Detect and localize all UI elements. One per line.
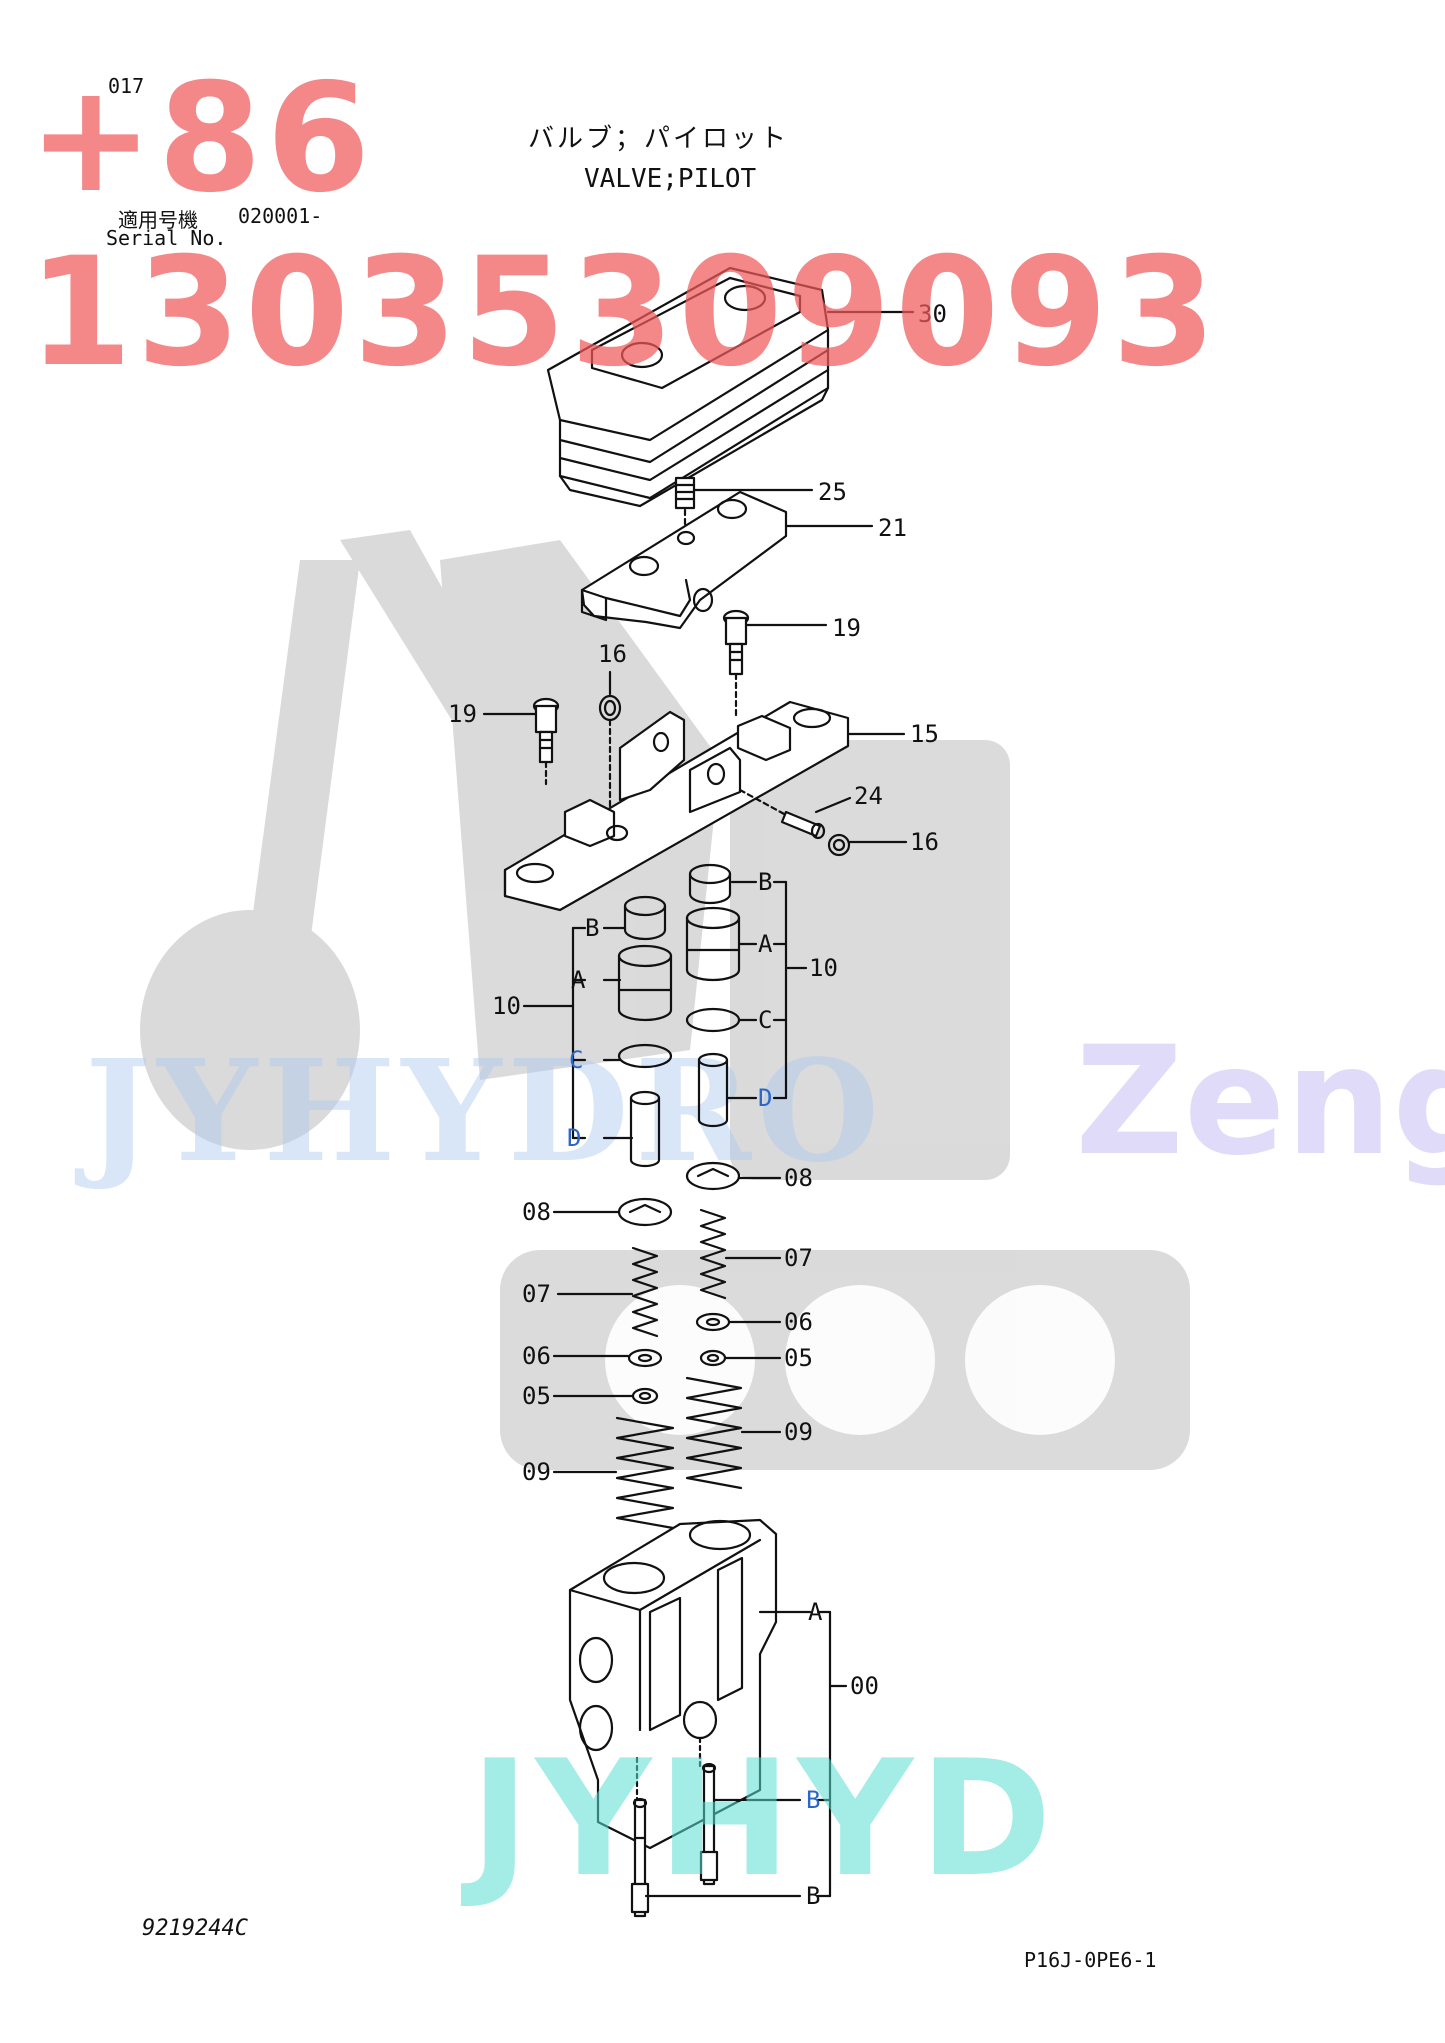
spacer-part-05-right	[699, 1349, 782, 1367]
washer-part-08-right	[685, 1161, 782, 1191]
pin-part-24	[738, 788, 852, 840]
callout-07-left: 07	[522, 1280, 551, 1308]
callout-08-left: 08	[522, 1198, 551, 1226]
callout-a-left: A	[571, 966, 586, 994]
callout-09-right: 09	[784, 1418, 813, 1446]
callout-19-right: 19	[832, 614, 861, 642]
watermark-jyhydro: JYHYDRO	[85, 1030, 886, 1194]
drawing-number: 9219244C	[142, 1916, 248, 1941]
bracket-10-left	[522, 926, 634, 1140]
bracket-10-right	[726, 880, 808, 1100]
watermark-zeng: Zeng	[1075, 1015, 1445, 1189]
bolt-part-19-right	[722, 609, 828, 718]
callout-a-body: A	[808, 1598, 823, 1626]
spool-rod-right	[699, 1762, 802, 1886]
serial-label-japanese: 適用号機	[118, 208, 198, 232]
callout-25: 25	[818, 478, 847, 506]
callout-c-right: C	[758, 1006, 773, 1034]
callout-07-right: 07	[784, 1244, 813, 1272]
callout-10-left: 10	[492, 992, 521, 1020]
callout-d-right: D	[758, 1084, 773, 1112]
callout-b-right: B	[758, 868, 773, 896]
callout-b-rod-lower: B	[806, 1882, 821, 1910]
spring-part-07-left	[556, 1246, 659, 1338]
serial-label-english: Serial No.	[106, 226, 227, 250]
valve-body-part-00	[568, 1518, 812, 1850]
page-code: P16J-0PE6-1	[1024, 1948, 1157, 1972]
washer-part-06-left	[552, 1348, 663, 1368]
callout-a-right: A	[758, 930, 773, 958]
callout-19-left: 19	[448, 700, 477, 728]
spool-rod-left	[630, 1797, 802, 1918]
callout-15: 15	[910, 720, 939, 748]
callout-21: 21	[878, 514, 907, 542]
washer-part-08-left	[552, 1197, 673, 1227]
title-english: VALVE;PILOT	[584, 164, 757, 194]
callout-16-right: 16	[910, 828, 939, 856]
watermark-phone: +86 13035309093	[28, 52, 1221, 400]
bolt-part-19-left	[482, 697, 560, 786]
base-plate-part-15	[503, 700, 906, 912]
plate-part-21	[580, 490, 874, 630]
boot-part-30	[546, 266, 915, 508]
callout-05-right: 05	[784, 1344, 813, 1372]
push-rod-assembly-part-10-right	[685, 863, 741, 1128]
callout-b-left: B	[585, 914, 600, 942]
serial-value: 020001-	[238, 204, 323, 228]
callout-16-top: 16	[598, 640, 627, 668]
spring-part-09-right	[685, 1376, 782, 1490]
page-number: 017	[108, 74, 145, 98]
callout-05-left: 05	[522, 1382, 551, 1410]
callout-08-right: 08	[784, 1164, 813, 1192]
bracket-00	[816, 1610, 848, 1898]
spring-part-07-right	[699, 1208, 782, 1300]
callout-06-right: 06	[784, 1308, 813, 1336]
callout-d-left: D	[567, 1124, 582, 1152]
callout-24: 24	[854, 782, 883, 810]
o-ring-part-16-right	[827, 833, 908, 857]
callout-10-right: 10	[809, 954, 838, 982]
title-japanese: バルブ；パイロット	[528, 124, 790, 154]
spring-part-09-left	[552, 1416, 675, 1530]
callout-c-left: C	[569, 1046, 584, 1074]
spacer-part-05-left	[552, 1387, 659, 1405]
callout-06-left: 06	[522, 1342, 551, 1370]
set-screw-part-25	[674, 476, 814, 537]
watermark-jyhyd: JYHYD	[470, 1725, 1058, 1912]
callout-09-left: 09	[522, 1458, 551, 1486]
washer-part-06-right	[695, 1312, 782, 1332]
callout-30: 30	[918, 300, 947, 328]
callout-b-rod-upper: B	[806, 1786, 821, 1814]
push-rod-assembly-part-10-left	[617, 895, 673, 1168]
callout-00: 00	[850, 1672, 879, 1700]
o-ring-part-16-top	[598, 670, 622, 822]
